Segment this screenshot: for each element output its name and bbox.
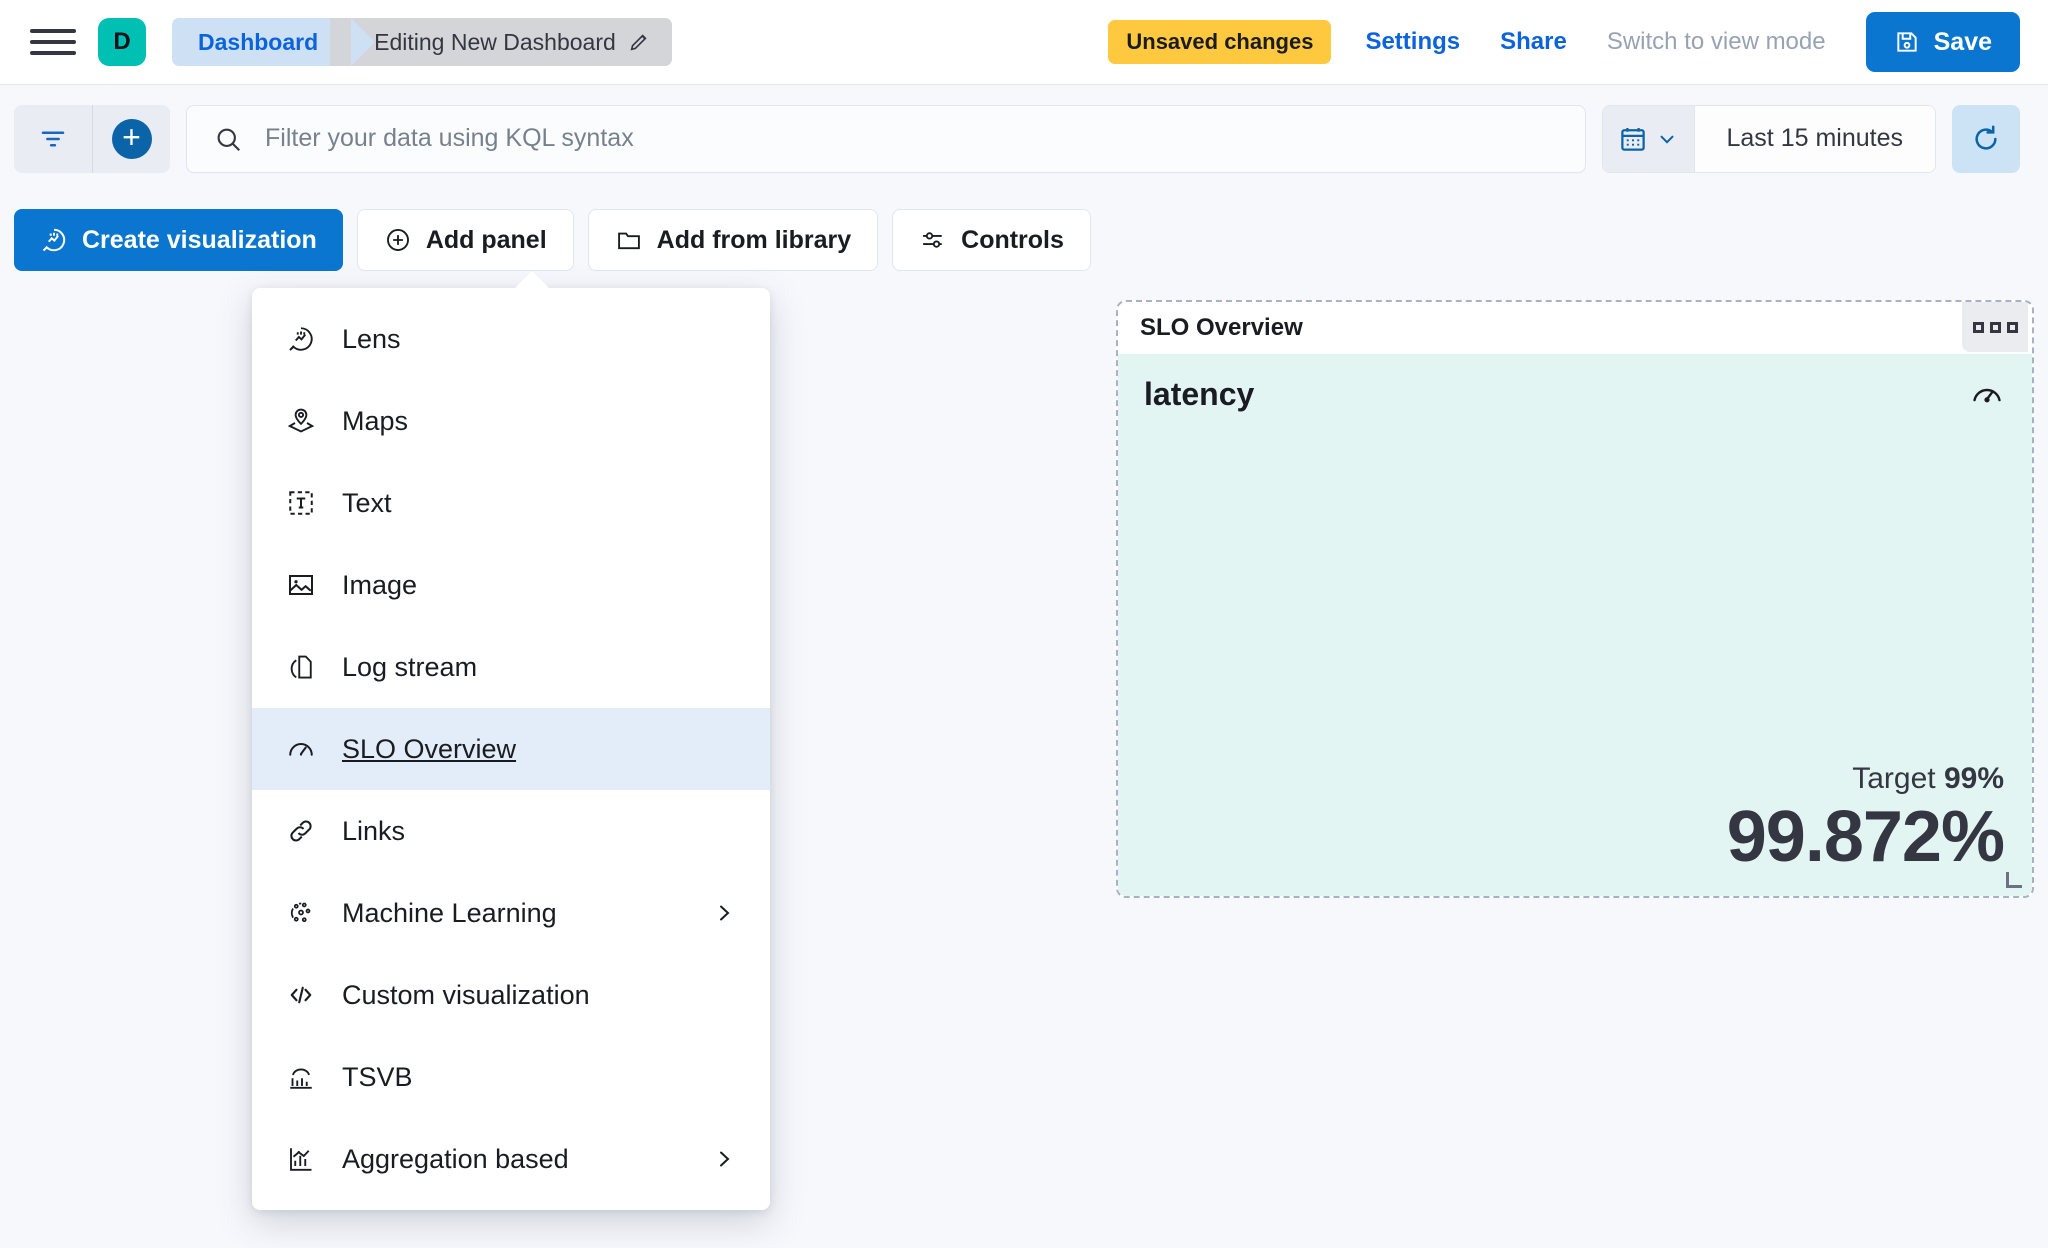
add-panel-label: Add panel — [425, 225, 547, 254]
search-icon — [217, 128, 241, 151]
menu-item-label: Lens — [342, 323, 401, 354]
menu-item-image[interactable]: Image — [252, 544, 770, 626]
log-stream-icon — [290, 655, 312, 679]
grid-menu-icon — [1989, 321, 2001, 333]
search-field-wrapper[interactable] — [186, 104, 1586, 173]
panel-title: SLO Overview — [1140, 314, 1303, 341]
refresh-icon — [1975, 124, 1997, 150]
controls-icon — [923, 232, 942, 248]
lens-icon — [42, 228, 66, 252]
add-panel-button[interactable]: Add panel — [356, 209, 574, 271]
text-box-icon — [289, 491, 313, 515]
image-icon — [289, 575, 314, 595]
dashboard-panel-slo-overview[interactable]: SLO Overview latency Target 99% — [1116, 300, 2034, 898]
map-pin-layers-icon — [287, 408, 315, 433]
date-picker: Last 15 minutes — [1601, 104, 1936, 173]
filter-group: + — [14, 104, 170, 173]
menu-item-label: Machine Learning — [342, 897, 557, 928]
tsvb-chart-icon — [290, 1068, 312, 1089]
breadcrumb-current-label: Editing New Dashboard — [374, 28, 616, 55]
calendar-icon — [1621, 127, 1645, 151]
menu-item-log-stream[interactable]: Log stream — [252, 626, 770, 708]
menu-item-links[interactable]: Links — [252, 790, 770, 872]
lens-icon — [289, 327, 313, 351]
add-filter-button[interactable]: + — [92, 104, 170, 173]
slo-name: latency — [1144, 376, 1255, 412]
add-from-library-button[interactable]: Add from library — [587, 209, 879, 271]
menu-item-tsvb[interactable]: TSVB — [252, 1036, 770, 1118]
menu-item-label: TSVB — [342, 1061, 413, 1092]
menu-item-slo-overview[interactable]: SLO Overview — [252, 708, 770, 790]
filter-icon — [41, 131, 65, 146]
slo-target-row: Target 99% — [1144, 762, 2004, 796]
app-header: D Dashboard Editing New Dashboard Unsave… — [0, 0, 2048, 84]
menu-item-label: Log stream — [342, 651, 478, 682]
gauge-icon — [289, 743, 313, 756]
query-bar: + Last 15 minutes — [0, 84, 2048, 192]
pencil-icon[interactable] — [628, 31, 650, 53]
slo-current-value: 99.872% — [1726, 797, 2005, 878]
slo-target-label: Target — [1852, 762, 1936, 796]
menu-item-label: Aggregation based — [342, 1143, 569, 1174]
time-range-display[interactable]: Last 15 minutes — [1694, 105, 1935, 172]
menu-item-label: Custom visualization — [342, 979, 590, 1010]
add-from-library-label: Add from library — [656, 225, 852, 254]
machine-learning-icon — [290, 902, 311, 923]
filter-options-button[interactable] — [14, 105, 92, 173]
breadcrumb-item-current[interactable]: Editing New Dashboard — [330, 18, 672, 66]
switch-to-view-mode-link[interactable]: Switch to view mode — [1606, 28, 1826, 55]
avatar[interactable]: D — [98, 18, 146, 66]
breadcrumb-item-dashboard[interactable]: Dashboard — [172, 18, 376, 66]
save-button-label: Save — [1933, 27, 1992, 56]
panel-context-menu-button[interactable] — [1962, 302, 2028, 352]
link-icon — [290, 820, 312, 842]
menu-item-maps[interactable]: Maps — [252, 380, 770, 462]
unsaved-changes-badge: Unsaved changes — [1108, 20, 1332, 64]
menu-item-custom-visualization[interactable]: Custom visualization — [252, 954, 770, 1036]
breadcrumb-dashboard-label: Dashboard — [198, 28, 319, 55]
hamburger-menu-icon[interactable] — [30, 24, 76, 60]
menu-item-label: Links — [342, 815, 406, 846]
panel-header: SLO Overview — [1118, 302, 2032, 354]
code-icon — [290, 986, 312, 1004]
refresh-button[interactable] — [1952, 104, 2020, 173]
controls-label: Controls — [961, 225, 1064, 254]
settings-link[interactable]: Settings — [1365, 28, 1461, 55]
slo-overview-body: latency Target 99% 99.872% — [1118, 354, 2032, 896]
grid-menu-icon — [2006, 321, 2018, 333]
chevron-right-icon — [720, 1151, 730, 1167]
chevron-right-icon — [720, 905, 730, 921]
chevron-down-icon — [1660, 135, 1674, 144]
aggregation-chart-icon — [290, 1148, 312, 1171]
breadcrumb: Dashboard Editing New Dashboard — [172, 18, 672, 66]
dashboard-edit-toolbar: Create visualization Add panel Add from … — [0, 192, 2048, 288]
save-disk-icon — [1896, 32, 1917, 52]
date-quick-select-button[interactable] — [1602, 105, 1695, 172]
controls-button[interactable]: Controls — [892, 209, 1091, 271]
menu-item-label: Image — [342, 569, 418, 600]
save-button[interactable]: Save — [1865, 12, 2020, 72]
slo-target-value: 99% — [1943, 762, 2004, 796]
grid-menu-icon — [1972, 321, 1984, 333]
menu-item-label: Text — [342, 487, 392, 518]
share-link[interactable]: Share — [1500, 28, 1567, 55]
menu-item-aggregation-based[interactable]: Aggregation based — [252, 1118, 770, 1200]
slo-metric-block: Target 99% 99.872% — [1144, 762, 2005, 878]
gauge-icon — [1973, 388, 2001, 403]
create-visualization-label: Create visualization — [82, 225, 317, 254]
folder-icon — [617, 232, 640, 250]
plus-circle-icon: + — [111, 118, 152, 159]
panel-resize-handle[interactable] — [2006, 872, 2022, 888]
plus-circle-outline-icon — [386, 229, 409, 251]
menu-item-machine-learning[interactable]: Machine Learning — [252, 872, 770, 954]
menu-item-lens[interactable]: Lens — [252, 298, 770, 380]
create-visualization-button[interactable]: Create visualization — [14, 209, 343, 271]
menu-item-label: Maps — [342, 405, 409, 436]
search-input[interactable] — [265, 124, 1559, 153]
slo-header-row: latency — [1144, 376, 2004, 413]
add-panel-menu: Lens Maps Text Image Log stream — [252, 271, 770, 1210]
menu-item-text[interactable]: Text — [252, 462, 770, 544]
menu-item-label: SLO Overview — [342, 733, 517, 764]
